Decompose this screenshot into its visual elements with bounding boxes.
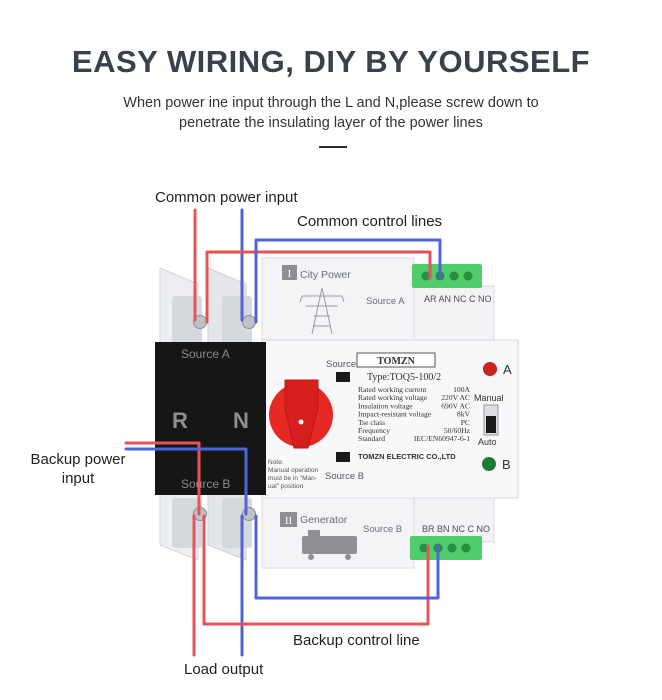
breaker-front: Source A R N Source B: [155, 342, 266, 495]
spec-key: Impact-resistant voltage: [358, 410, 432, 419]
type-label: Type:TOQ5-100/2: [367, 372, 441, 383]
label-common-control-lines: Common control lines: [297, 213, 443, 230]
spec-value: 220V AC: [441, 393, 470, 402]
subtitle-line-2: penetrate the insulating layer of the po…: [179, 115, 483, 131]
label-backup-power-input: Backup power input: [28, 450, 128, 488]
city-power-label: City Power: [300, 269, 351, 281]
note-line-3: must be in "Man-: [268, 475, 317, 482]
power-tower-icon: [299, 287, 345, 335]
indicator-b-light: [482, 457, 496, 471]
front-source-b-label: Source B: [325, 471, 364, 482]
rotary-handle[interactable]: [269, 379, 333, 449]
terminal-screw: [421, 271, 431, 281]
screw-icon: [242, 507, 256, 521]
wire-backup-control-red: [202, 514, 430, 626]
terminal-screw: [449, 271, 459, 281]
spec-key: Insulation voltage: [358, 401, 413, 410]
label-load-output: Load output: [184, 661, 264, 678]
subtitle: When power ine input through the L and N…: [0, 93, 662, 133]
spec-value: 8kV: [457, 410, 471, 419]
wire-backup-power-blue: [124, 447, 248, 516]
spec-key: Standard: [358, 434, 385, 443]
terminal-block-top: AR AN NC C NO: [412, 264, 492, 304]
label-backup-control-line: Backup control line: [293, 632, 420, 649]
spec-key: Frequency: [358, 426, 390, 435]
breaker-r-label: R: [172, 408, 188, 433]
terminal-block-bottom: BR BN NC C NO: [410, 524, 490, 560]
wire-common-control-red: [205, 250, 432, 324]
generator-num-badge: [280, 512, 297, 527]
note-line-1: Note:: [268, 459, 284, 466]
auto-label: Auto: [478, 437, 497, 447]
generator-section: II Generator Source B: [280, 512, 402, 560]
company-label: TOMZN ELECTRIC CO.,LTD: [358, 452, 456, 461]
spec-key: Tse class: [358, 418, 385, 427]
generator-icon: [302, 530, 357, 560]
terminal-screw: [447, 543, 457, 553]
note-line-2: Manual operation: [268, 467, 319, 474]
source-b-bottom-label: Source B: [363, 524, 402, 535]
indicator-a-light: [483, 362, 497, 376]
source-b-window: [336, 452, 350, 462]
terminal-screw: [461, 543, 471, 553]
spec-value: 690V AC: [441, 401, 470, 410]
spec-table: Rated working current 100A Rated working v…: [358, 385, 471, 443]
terminal-screw: [463, 271, 473, 281]
wire-common-control-blue: [254, 238, 442, 324]
breaker-source-b-label: Source B: [181, 477, 230, 491]
wire-backup-control-blue: [254, 514, 440, 600]
indicator-a-label: A: [503, 362, 512, 377]
brand-plate: [356, 352, 436, 368]
breaker-n-label: N: [233, 408, 249, 433]
spec-value: IEC/EN60947-6-1: [414, 434, 470, 443]
spec-value: 100A: [453, 385, 470, 394]
front-panel: Source A TOMZN Type:TOQ5-100/2 Rated wor…: [268, 352, 512, 490]
label-backup-power-input-line-1: Backup power: [30, 451, 126, 468]
spec-key: Rated working current: [358, 385, 427, 394]
source-a-top-label: Source A: [366, 296, 405, 307]
title-divider: [319, 146, 347, 148]
page-title: EASY WIRING, DIY BY YOURSELF: [71, 44, 591, 79]
screw-icon: [242, 315, 256, 329]
generator-num: II: [285, 515, 293, 527]
subtitle-line-1: When power ine input through the L and N…: [123, 95, 539, 111]
breaker-source-a-label: Source A: [181, 347, 230, 361]
brand-label: TOMZN: [377, 356, 415, 367]
indicator-b-label: B: [502, 457, 511, 472]
city-power-section: I City Power Source A: [282, 265, 405, 335]
source-a-window: [336, 372, 350, 382]
generator-label: Generator: [300, 514, 348, 526]
terminal-top-labels: AR AN NC C NO: [424, 294, 492, 304]
label-common-power-input: Common power input: [155, 189, 298, 206]
manual-label: Manual: [474, 393, 504, 403]
note-text: Note: Manual operation must be in "Man- …: [268, 459, 319, 490]
wire-backup-power-red: [124, 441, 201, 516]
terminal-bottom-labels: BR BN NC C NO: [422, 524, 490, 534]
note-line-4: ual" position: [268, 483, 304, 490]
city-power-num: I: [288, 268, 292, 280]
front-source-a-label: Source A: [326, 359, 365, 370]
city-power-num-badge: [282, 265, 297, 280]
terminal-screw: [419, 543, 429, 553]
spec-value: PC: [461, 418, 470, 427]
mode-switch-knob[interactable]: [486, 416, 496, 433]
spec-key: Rated working voltage: [358, 393, 428, 402]
spec-value: 50/60Hz: [444, 426, 471, 435]
label-backup-power-input-line-2: input: [61, 470, 95, 487]
